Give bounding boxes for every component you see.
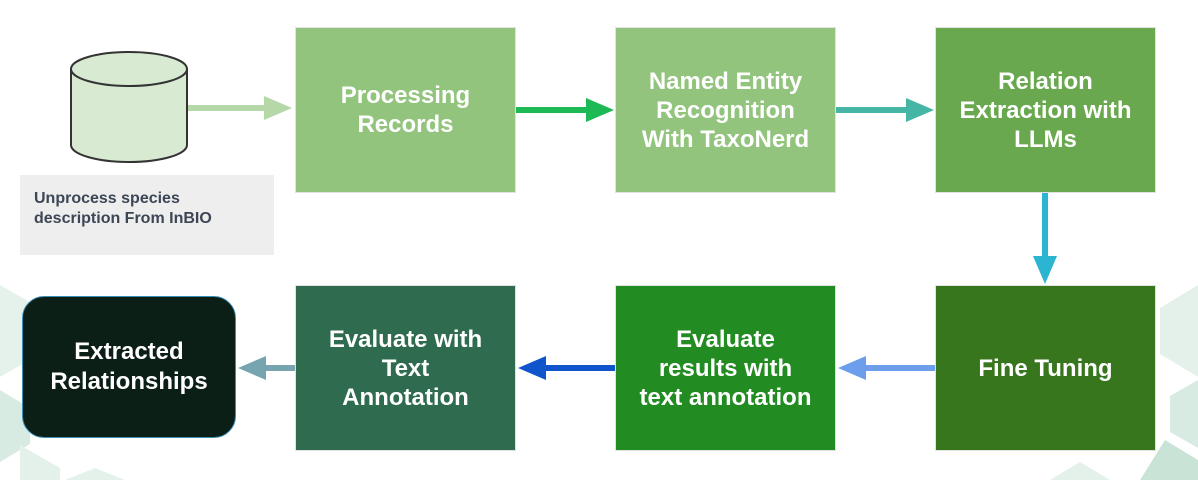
extracted-relationships-output: Extracted Relationships — [22, 296, 236, 438]
step-evaluate-text-annotation: Evaluate with Text Annotation — [295, 285, 516, 451]
step-processing-records: Processing Records — [295, 27, 516, 193]
step-named-entity-recognition: Named Entity Recognition With TaxoNerd — [615, 27, 836, 193]
source-caption: Unprocess species description From InBIO — [20, 175, 274, 255]
step-evaluate-results: Evaluate results with text annotation — [615, 285, 836, 451]
step-relation-extraction: Relation Extraction with LLMs — [935, 27, 1156, 193]
database-cylinder-icon — [70, 51, 188, 163]
step-fine-tuning: Fine Tuning — [935, 285, 1156, 451]
